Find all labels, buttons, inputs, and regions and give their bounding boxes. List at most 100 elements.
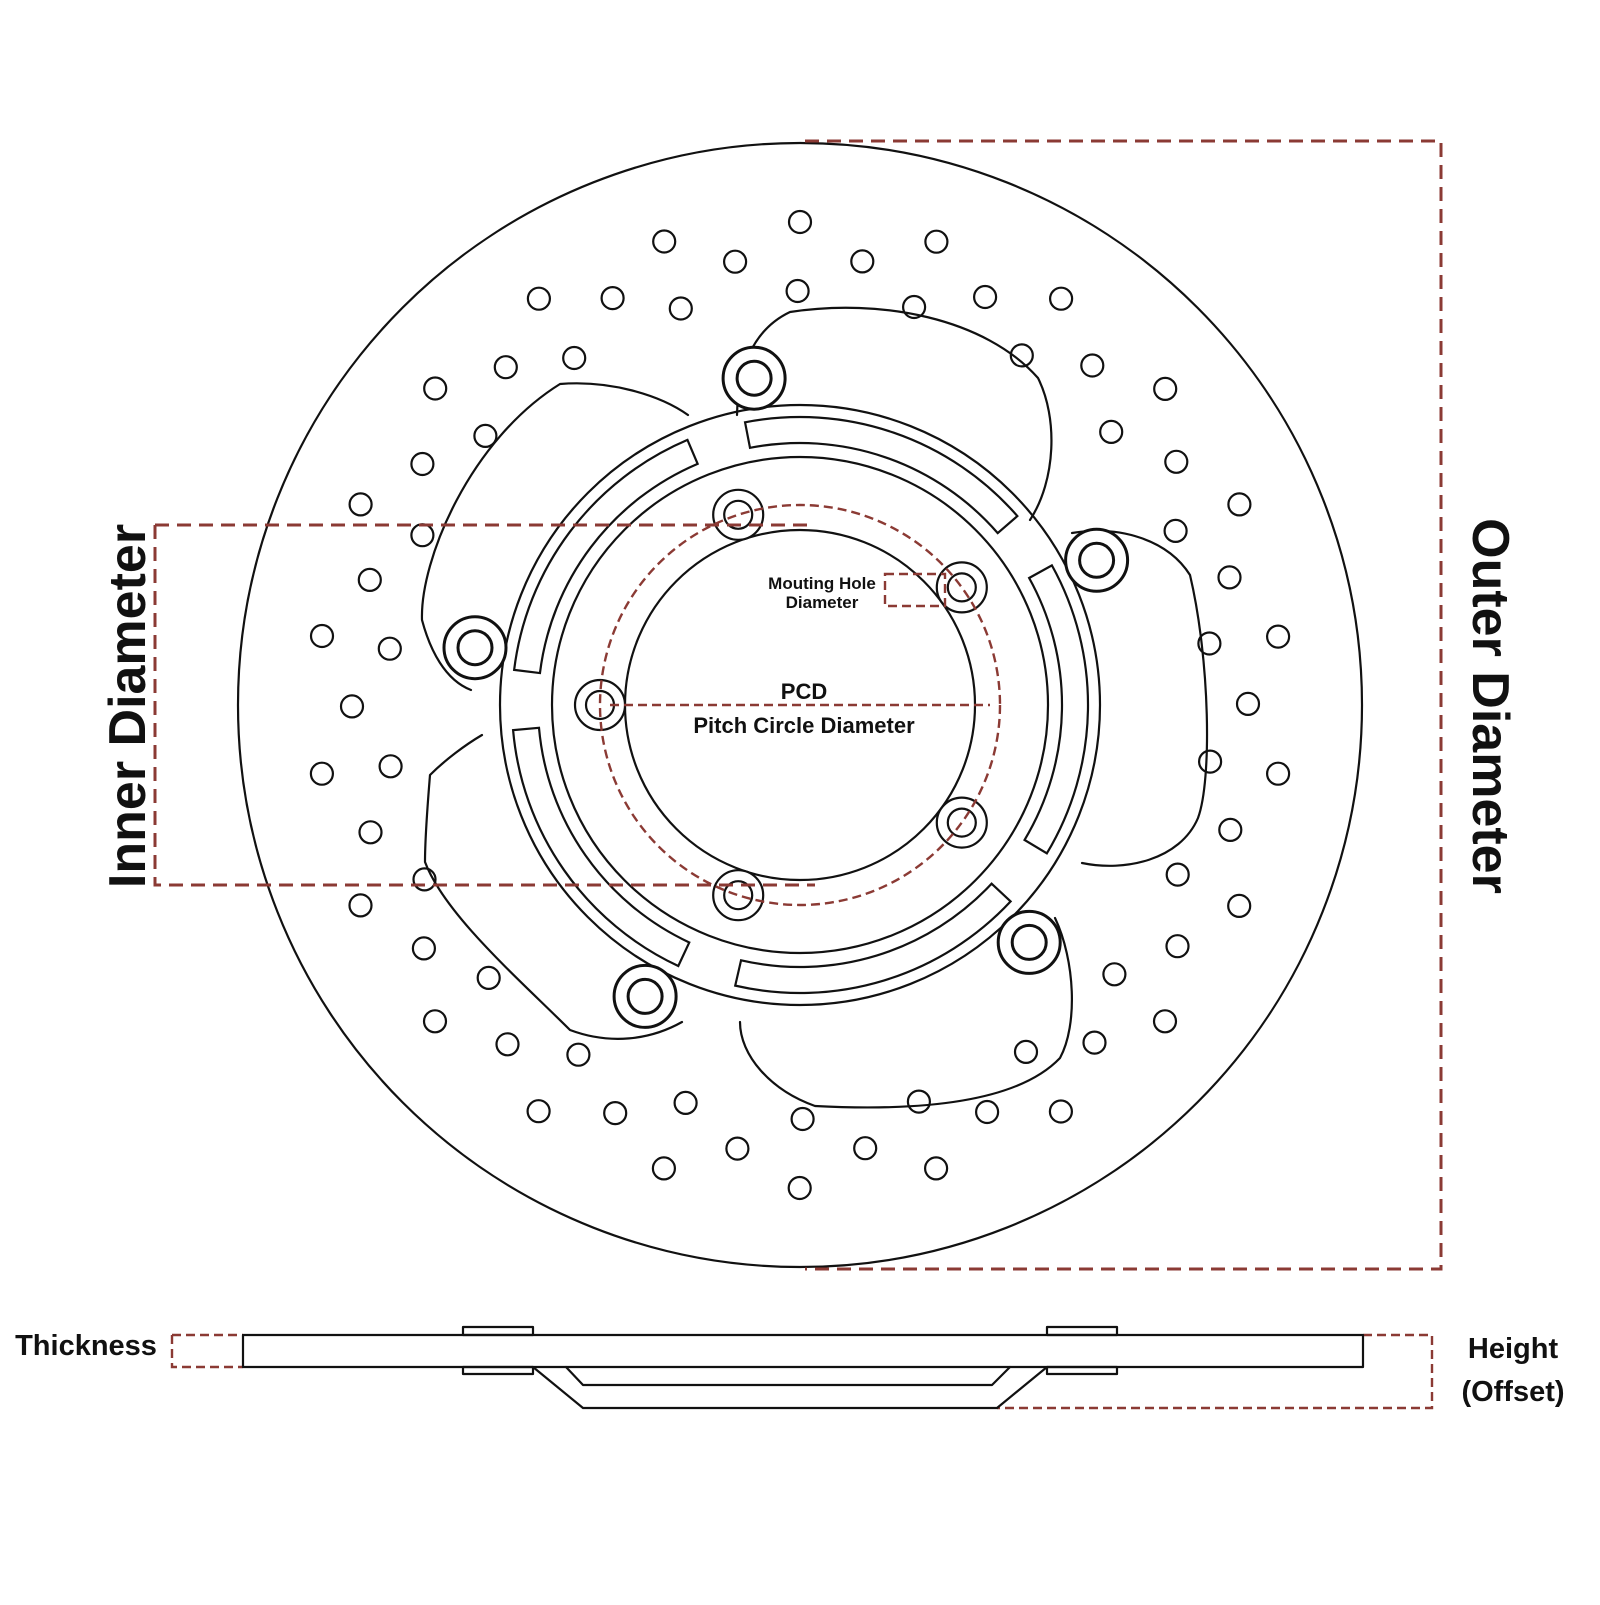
mounting-hole-label-line2: Diameter <box>786 593 859 612</box>
mounting-tabs <box>573 488 988 922</box>
drill-hole <box>562 345 587 371</box>
drill-hole <box>309 623 335 649</box>
carrier-slot <box>511 726 691 968</box>
drilled-holes <box>309 209 1291 1201</box>
drill-hole <box>473 423 498 448</box>
drill-hole <box>476 965 501 991</box>
drill-hole <box>493 355 518 380</box>
drill-hole <box>787 1175 812 1201</box>
drill-hole <box>348 492 373 517</box>
drill-hole <box>725 1136 750 1161</box>
inner-diameter-dimension <box>153 523 815 887</box>
drill-hole <box>651 1156 677 1181</box>
rotor-petal-left <box>420 382 690 692</box>
drill-hole <box>348 893 373 918</box>
drill-hole <box>1048 286 1074 311</box>
drill-hole <box>526 286 552 311</box>
outer-diameter-label: Outer Diameter <box>1461 518 1519 894</box>
inner-diameter-label: Inner Diameter <box>99 524 157 888</box>
drill-hole <box>603 1100 628 1126</box>
drill-hole <box>924 229 949 254</box>
floating-rivet <box>612 963 678 1029</box>
height-offset-dimension <box>997 1333 1434 1410</box>
outer-diameter-dimension <box>805 139 1443 1271</box>
drill-hole <box>923 1156 949 1181</box>
drill-hole <box>652 229 677 254</box>
drill-hole <box>357 567 382 593</box>
profile-rivet-right-top <box>1045 1325 1119 1337</box>
floating-rivet-hole <box>456 629 494 667</box>
drill-hole <box>1197 749 1223 774</box>
drill-hole <box>1163 518 1188 544</box>
drill-hole <box>412 867 437 892</box>
drill-hole <box>1153 376 1178 401</box>
floating-rivet-hole <box>1078 541 1116 579</box>
drill-hole <box>1165 862 1190 887</box>
drill-hole <box>526 1099 551 1124</box>
height-label-line2: (Offset) <box>1461 1376 1564 1408</box>
floating-rivet <box>442 615 508 681</box>
mounting-tab <box>712 869 765 922</box>
drill-hole <box>853 1136 878 1161</box>
floating-rivet-hole <box>735 359 773 397</box>
mounting-hole-label-line1: Mouting Hole <box>768 574 876 593</box>
drill-hole <box>1227 893 1252 919</box>
drill-hole <box>422 1009 448 1034</box>
mounting-hole <box>723 499 754 530</box>
mounting-hole <box>946 572 977 603</box>
pcd-label: PCD <box>781 679 827 704</box>
drill-hole <box>850 249 875 274</box>
carrier-slot <box>743 415 1019 535</box>
mounting-hole <box>946 807 977 838</box>
drill-hole <box>974 1099 1000 1125</box>
carrier-slot <box>1023 563 1090 855</box>
drill-hole <box>410 523 435 548</box>
drill-hole <box>1165 934 1190 959</box>
drill-hole <box>1102 962 1127 987</box>
drill-hole <box>1265 761 1291 786</box>
rotor-outer-edge <box>236 141 1364 1269</box>
floating-rivets <box>442 345 1130 1029</box>
drill-hole <box>1080 353 1105 378</box>
mounting-hole-dimension <box>883 572 947 608</box>
carrier-middle-ring <box>550 455 1050 955</box>
pcd-long-label: Pitch Circle Diameter <box>693 713 915 738</box>
drill-hole <box>377 636 402 661</box>
drill-hole <box>309 761 334 786</box>
drill-hole <box>495 1032 520 1057</box>
rotor-petal-top-right <box>735 306 1053 522</box>
thickness-dimension <box>170 1333 243 1369</box>
height-label-line1: Height <box>1468 1333 1559 1365</box>
drill-hole <box>358 820 383 845</box>
carrier-slots <box>511 415 1090 995</box>
drill-hole <box>673 1090 698 1116</box>
floating-rivet <box>996 909 1062 975</box>
carrier-slot <box>512 438 700 675</box>
drill-hole <box>1048 1099 1074 1124</box>
rotor-petal-bottom-left <box>423 733 684 1040</box>
carrier-outer-ring <box>498 403 1102 1007</box>
mounting-tab <box>935 561 988 614</box>
drill-hole <box>1227 492 1252 517</box>
profile-rivet-right-bottom <box>1045 1365 1119 1376</box>
drill-hole <box>1009 343 1034 368</box>
mounting-hole <box>723 880 754 911</box>
hub-offset-profile-inner <box>564 1365 1012 1387</box>
drill-hole <box>787 209 813 235</box>
drill-hole <box>1082 1030 1107 1055</box>
profile-rivet-left-bottom <box>461 1365 535 1376</box>
drill-hole <box>785 278 810 304</box>
drill-hole <box>906 1089 932 1114</box>
rotor-petal-bottom-right <box>738 916 1073 1109</box>
drill-hole <box>600 286 625 311</box>
drill-hole <box>722 249 748 274</box>
disc-profile-plate <box>241 1333 1365 1369</box>
drill-hole <box>1152 1009 1178 1034</box>
floating-rivet <box>721 345 787 411</box>
thickness-label: Thickness <box>15 1330 157 1362</box>
side-profile-view <box>241 1325 1365 1410</box>
drill-hole <box>1218 817 1243 843</box>
drill-hole <box>378 754 403 779</box>
